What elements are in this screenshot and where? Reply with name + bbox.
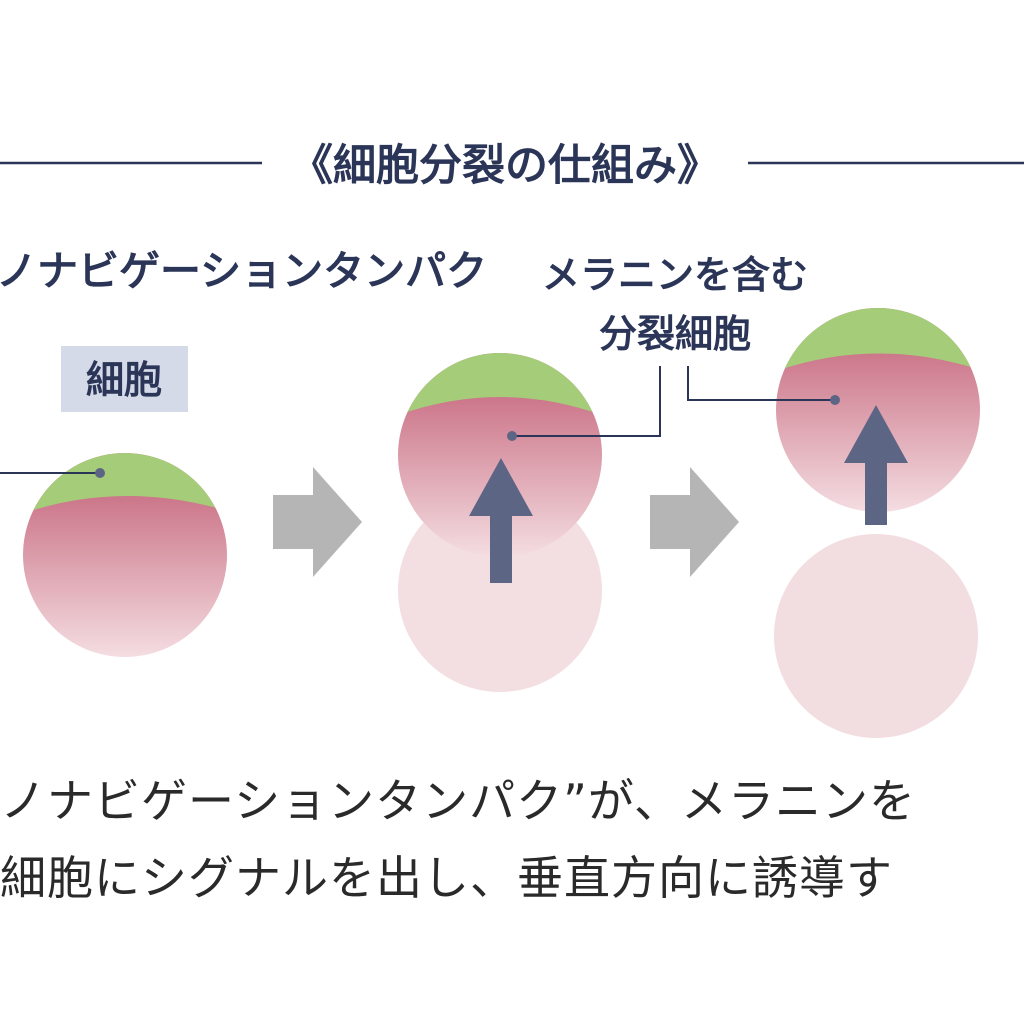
dividing-cell-upper [398, 353, 602, 557]
cell-stage2 [398, 353, 602, 692]
step-arrow-2 [650, 467, 739, 577]
cell-label-box [61, 346, 188, 412]
melanin-pointer-dot-left [507, 431, 517, 441]
melanin-pointer-dot-right [830, 395, 840, 405]
cell-label: 細胞 [86, 358, 162, 402]
cell-division-diagram: 《細胞分裂の仕組み》 ノナビゲーションタンパク 細胞 メラニンを含む 分裂細胞 [0, 141, 1024, 738]
melanin-pointer-line-right [687, 366, 835, 401]
cell-stage1 [23, 453, 227, 657]
melanin-pointer-line-left [512, 366, 661, 437]
caption-line-2: 細胞にシグナルを出し、垂直方向に誘導す [0, 851, 893, 905]
protein-label: ノナビゲーションタンパク [0, 247, 487, 295]
step-arrow-1 [273, 467, 362, 577]
up-arrow-icon [469, 458, 533, 583]
melanin-label-line1: メラニンを含む [542, 253, 808, 297]
cell-body [23, 453, 227, 657]
protein-pointer-dot [95, 468, 105, 478]
cell-stage3 [774, 308, 980, 738]
diagram-title: 《細胞分裂の仕組み》 [290, 141, 720, 191]
caption-line-1: ノナビゲーションタンパク”が、メラニンを [0, 774, 916, 828]
daughter-cell-lower [774, 534, 978, 738]
melanin-label-line2: 分裂細胞 [599, 312, 751, 356]
up-arrow-icon [844, 405, 908, 525]
